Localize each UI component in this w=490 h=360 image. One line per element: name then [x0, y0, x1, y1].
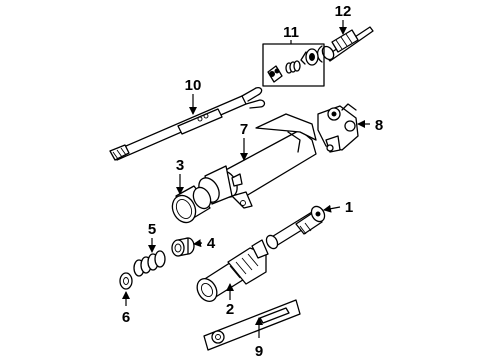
callout-11: 11 [283, 24, 299, 41]
callout-2: 2 [226, 301, 234, 318]
callout-7: 7 [240, 121, 248, 138]
part-11-spring [285, 60, 301, 74]
part-9-plate [203, 299, 301, 351]
part-1-coupling [265, 205, 326, 250]
callout-12: 12 [335, 3, 352, 20]
leader-1 [323, 204, 341, 213]
part-6-washer [119, 272, 133, 290]
callout-9: 9 [255, 343, 263, 360]
part-3-cover [171, 185, 212, 224]
leader-4 [193, 239, 203, 248]
leader-lines [122, 20, 370, 338]
part-4-bushing [171, 237, 195, 257]
callout-6: 6 [122, 309, 130, 326]
callout-4: 4 [207, 235, 216, 252]
part-11-retainer [300, 48, 319, 66]
callout-1: 1 [345, 199, 353, 216]
part-12-upper-shaft [316, 26, 374, 63]
part-2-lower-sleeve [196, 239, 269, 302]
callout-8: 8 [375, 117, 383, 134]
part-11-component-set [262, 43, 325, 87]
part-7-column-jacket [198, 113, 317, 209]
part-11-bearing [267, 65, 283, 83]
part-5-rings [133, 250, 166, 277]
part-10-intermediate-shaft [109, 86, 266, 161]
part-8-housing [317, 103, 359, 153]
callout-5: 5 [148, 221, 156, 238]
callout-10: 10 [185, 77, 202, 94]
callout-3: 3 [176, 157, 184, 174]
callout-labels: 12 11 10 7 8 3 1 4 5 6 2 9 [122, 3, 383, 360]
